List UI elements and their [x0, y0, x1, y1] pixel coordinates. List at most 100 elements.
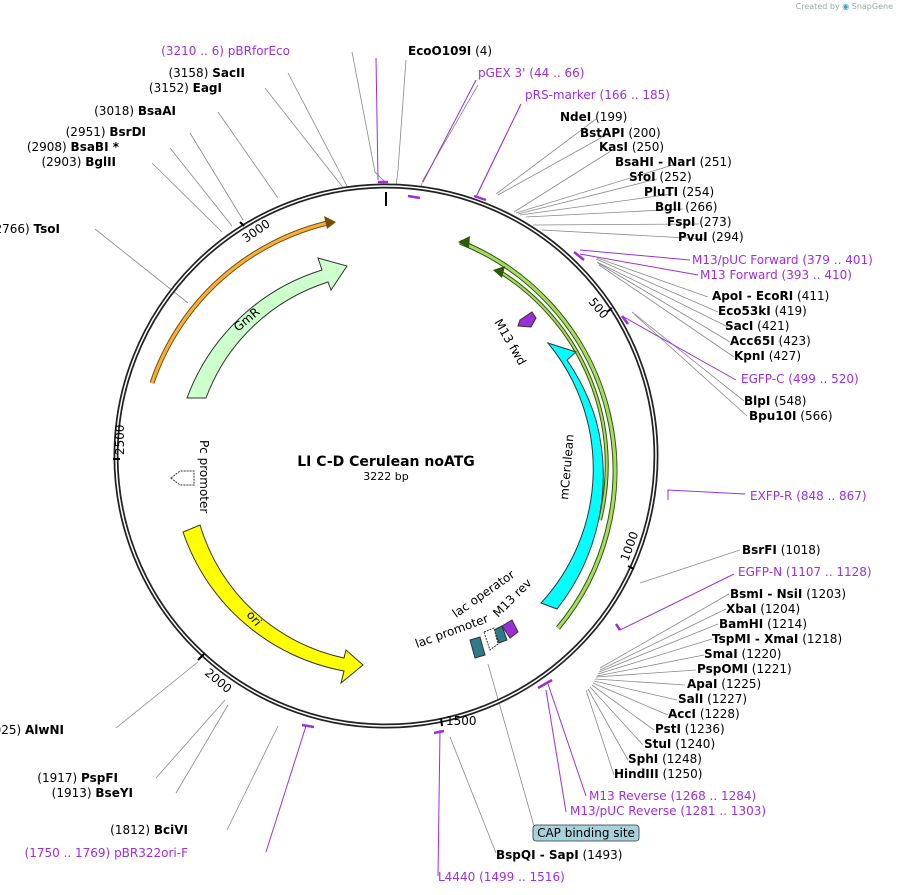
svg-text:(3018) BsaAI: (3018) BsaAI — [94, 104, 176, 118]
brand-name: SnapGene — [851, 2, 893, 11]
svg-text:XbaI (1204): XbaI (1204) — [726, 602, 800, 616]
enzyme-label-45: HindIII (1250) — [614, 767, 702, 781]
site-position: (1225) — [721, 677, 761, 691]
svg-text:BlpI (548): BlpI (548) — [744, 394, 806, 408]
site-name: Eco53kI — [718, 304, 771, 318]
enzyme-label-23: Eco53kI (419) — [718, 304, 807, 318]
svg-text:M13/pUC Forward (379 .. 401): M13/pUC Forward (379 .. 401) — [692, 253, 873, 267]
site-position: (1499 .. 1516) — [479, 870, 565, 884]
site-name: Bpu10I — [749, 409, 796, 423]
enzyme-label-4: (3152) EagI — [149, 81, 222, 95]
site-name: AlwNI — [25, 723, 64, 737]
site-name: PstI — [655, 722, 681, 736]
plasmid-size: 3222 bp — [363, 470, 408, 483]
enzyme-label-14: SfoI (252) — [629, 170, 692, 184]
svg-text:(2908) BsaBI *: (2908) BsaBI * — [27, 140, 120, 154]
site-name: BamHI — [719, 617, 763, 631]
svg-text:M13 Reverse (1268 .. 1284): M13 Reverse (1268 .. 1284) — [589, 789, 756, 803]
site-position: (273) — [699, 215, 731, 229]
site-position: (2903) — [41, 155, 81, 169]
primer-label-20: M13/pUC Forward (379 .. 401) — [692, 253, 873, 267]
site-name: pBR322ori-F — [114, 846, 188, 860]
backbone-inner — [115, 185, 657, 727]
enzyme-label-10: (2908) BsaBI * — [27, 140, 120, 154]
site-position: (2766) — [0, 222, 30, 236]
site-position: (1493) — [583, 848, 623, 862]
m13-rev-icon — [501, 619, 519, 639]
site-name: AccI — [668, 707, 696, 721]
site-position: (199) — [595, 110, 627, 124]
svg-text:KpnI (427): KpnI (427) — [734, 349, 801, 363]
site-name: TsoI — [34, 222, 60, 236]
site-name: M13 Forward — [700, 268, 778, 282]
svg-text:ApaI (1225): ApaI (1225) — [687, 677, 761, 691]
enzyme-label-35: BamHI (1214) — [719, 617, 807, 631]
lac-promoter-icon — [469, 636, 486, 659]
svg-text:(3158) SacII: (3158) SacII — [168, 66, 245, 80]
svg-text:(1812) BciVI: (1812) BciVI — [110, 823, 188, 837]
svg-text:BsmI - NsiI (1203): BsmI - NsiI (1203) — [730, 587, 846, 601]
primer-label-49: L4440 (1499 .. 1516) — [438, 870, 565, 884]
site-position: (3018) — [94, 104, 134, 118]
site-position: (1204) — [760, 602, 800, 616]
svg-text:(1917) PspFI: (1917) PspFI — [37, 771, 118, 785]
site-position: (1107 .. 1128) — [786, 565, 872, 579]
site-position: (393 .. 410) — [782, 268, 852, 282]
site-name: BspQI - SapI — [496, 848, 579, 862]
site-position: (411) — [797, 289, 829, 303]
site-position: (1228) — [700, 707, 740, 721]
enzyme-label-2: (3158) SacII — [168, 66, 245, 80]
site-position: (1917) — [37, 771, 77, 785]
site-name: PvuI — [678, 230, 708, 244]
site-position: (3152) — [149, 81, 189, 95]
svg-text:Acc65I (423): Acc65I (423) — [730, 334, 811, 348]
site-name: EagI — [193, 81, 222, 95]
site-position: (1018) — [781, 543, 821, 557]
site-position: (423) — [779, 334, 811, 348]
enzyme-label-53: (1812) BciVI — [110, 823, 188, 837]
svg-text:EcoO109I (4): EcoO109I (4) — [408, 44, 492, 58]
site-name: SmaI — [704, 647, 738, 661]
site-name: TspMI - XmaI — [712, 632, 798, 646]
site-name: BseYI — [95, 786, 133, 800]
site-name: KasI — [599, 140, 628, 154]
leader-lines — [94, 51, 748, 854]
svg-text:(2903) BglII: (2903) BglII — [41, 155, 116, 169]
svg-text:SfoI (252): SfoI (252) — [629, 170, 692, 184]
enzyme-label-9: BstAPI (200) — [580, 126, 661, 140]
svg-text:pGEX 3' (44 .. 66): pGEX 3' (44 .. 66) — [478, 66, 584, 80]
enzyme-label-6: (3018) BsaAI — [94, 104, 176, 118]
svg-text:(1913) BseYI: (1913) BseYI — [52, 786, 133, 800]
site-position: (1281 .. 1303) — [680, 804, 766, 818]
site-name: PspFI — [81, 771, 118, 785]
site-position: (379 .. 401) — [802, 253, 872, 267]
site-name: FspI — [667, 215, 695, 229]
site-position: (250) — [632, 140, 664, 154]
svg-text:StuI (1240): StuI (1240) — [644, 737, 715, 751]
svg-text:BglI (266): BglI (266) — [655, 200, 717, 214]
site-name: EGFP-N — [738, 565, 782, 579]
svg-text:(3152) EagI: (3152) EagI — [149, 81, 222, 95]
svg-text:HindIII (1250): HindIII (1250) — [614, 767, 702, 781]
enzyme-label-44: SphI (1248) — [628, 752, 702, 766]
site-position: (419) — [775, 304, 807, 318]
enzyme-label-28: BlpI (548) — [744, 394, 806, 408]
enzyme-label-50: (2025) AlwNI — [0, 723, 64, 737]
svg-text:PvuI (294): PvuI (294) — [678, 230, 744, 244]
enzyme-label-38: PspOMI (1221) — [697, 662, 792, 676]
mcerulean-label: mCerulean — [557, 434, 577, 501]
svg-text:KasI (250): KasI (250) — [599, 140, 664, 154]
site-name: BsmI - NsiI — [730, 587, 802, 601]
enzyme-label-29: Bpu10I (566) — [749, 409, 833, 423]
site-position: (1227) — [707, 692, 747, 706]
svg-text:FspI (273): FspI (273) — [667, 215, 732, 229]
gmr-feature-arrow — [186, 257, 348, 399]
site-position: (2908) — [27, 140, 67, 154]
primer-marks — [301, 180, 629, 735]
ori-feature-arrow — [182, 524, 364, 685]
site-name: EGFP-C — [741, 372, 784, 386]
site-name: PluTI — [644, 185, 678, 199]
snapgene-logo-icon: ◉ — [842, 2, 850, 11]
enzyme-label-52: (1913) BseYI — [52, 786, 133, 800]
